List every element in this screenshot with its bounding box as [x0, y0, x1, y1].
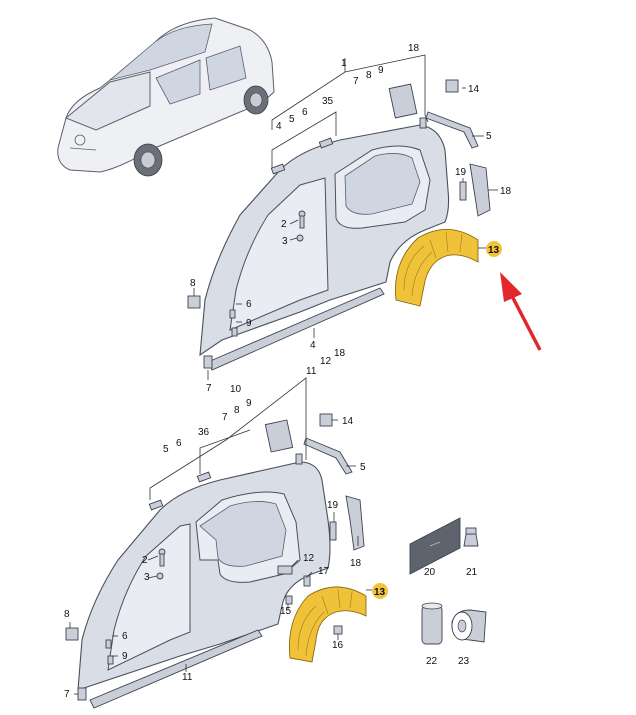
callout-9-left: 9	[246, 318, 252, 329]
callout-6-lower-left: 6	[122, 631, 128, 642]
callout-36: 36	[198, 427, 210, 438]
callout-23: 23	[458, 656, 470, 667]
callout-35: 35	[322, 96, 334, 107]
callout-6: 6	[302, 107, 308, 118]
callout-12-lower: 12	[320, 356, 332, 367]
callout-7-lower-bottom: 7	[64, 689, 70, 700]
callout-7-lower: 7	[222, 412, 228, 423]
callout-7: 7	[353, 76, 359, 87]
upper-wheel-arch-liner	[395, 229, 479, 307]
callout-13-lower: 13	[374, 587, 386, 598]
callout-18-lower: 18	[334, 348, 346, 359]
callout-4-sill: 4	[310, 340, 316, 351]
callout-6-lower: 6	[176, 438, 182, 449]
callout-3-lower: 3	[144, 572, 150, 583]
reference-car-illustration	[57, 17, 275, 177]
callout-11-sill: 11	[182, 672, 193, 683]
callout-9-lower: 9	[246, 398, 252, 409]
callout-18-right: 18	[500, 186, 512, 197]
callout-15: 15	[280, 606, 292, 617]
upper-callout-labels: 1 18 7 8 9 35 4 5 6 14 5 19 18 2 3 13 8 …	[190, 43, 512, 394]
callout-22: 22	[426, 656, 438, 667]
callout-2: 2	[281, 219, 287, 230]
callout-1: 1	[341, 58, 347, 69]
callout-2-lower: 2	[142, 555, 148, 566]
callout-5-lower: 5	[163, 444, 169, 455]
highlight-arrow	[500, 272, 542, 351]
callout-5-lower-right: 5	[360, 462, 366, 473]
callout-13-upper-badge	[486, 241, 502, 257]
callout-8: 8	[366, 70, 372, 81]
accessory-callout-labels: 20 21 22 23	[424, 567, 478, 667]
callout-3: 3	[282, 236, 288, 247]
callout-6-left: 6	[246, 299, 252, 310]
callout-17: 17	[318, 566, 330, 577]
callout-4: 4	[276, 121, 282, 132]
callout-14-lower: 14	[342, 416, 354, 427]
callout-18-lower-right: 18	[350, 558, 362, 569]
callout-10-lower: 10	[230, 384, 242, 395]
callout-16: 16	[332, 640, 344, 651]
lower-wheel-arch-liner	[288, 586, 367, 663]
callout-9-lower-left: 9	[122, 651, 128, 662]
callout-8-lower-left: 8	[64, 609, 70, 620]
callout-18: 18	[408, 43, 420, 54]
callout-8-lower: 8	[234, 405, 240, 416]
callout-19: 19	[455, 167, 467, 178]
callout-8-left: 8	[190, 278, 196, 289]
callout-5: 5	[289, 114, 295, 125]
callout-21: 21	[466, 567, 478, 578]
accessory-parts	[409, 517, 487, 645]
callout-14: 14	[468, 84, 480, 95]
callout-13: 13	[488, 245, 500, 256]
upper-side-panel-assembly	[187, 54, 498, 380]
callout-20: 20	[424, 567, 436, 578]
callout-12-lower-mid: 12	[303, 553, 315, 564]
lower-callout-labels: 18 12 11 10 9 8 7 36 6 5 14 5 19 18 2 3 …	[64, 348, 386, 700]
callout-19-lower: 19	[327, 500, 339, 511]
callout-9: 9	[378, 65, 384, 76]
callout-11-lower: 11	[306, 366, 317, 377]
callout-7-bottom: 7	[206, 383, 212, 394]
lower-side-panel-assembly	[65, 377, 372, 709]
callout-5-right: 5	[486, 131, 492, 142]
callout-13-lower-badge	[372, 583, 388, 599]
